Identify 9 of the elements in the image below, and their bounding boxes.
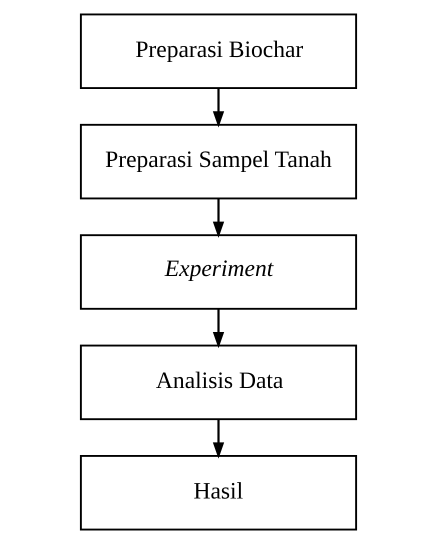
node-box: Hasil [80,455,358,531]
arrow [212,88,224,128]
node-box: Experiment [80,234,358,310]
node-box: Analisis Data [80,344,358,420]
arrow [212,420,224,459]
arrow [212,309,224,348]
node-box: Preparasi Biochar [80,13,358,89]
node-box: Preparasi Sampel Tanah [80,124,358,200]
arrow [212,198,224,238]
